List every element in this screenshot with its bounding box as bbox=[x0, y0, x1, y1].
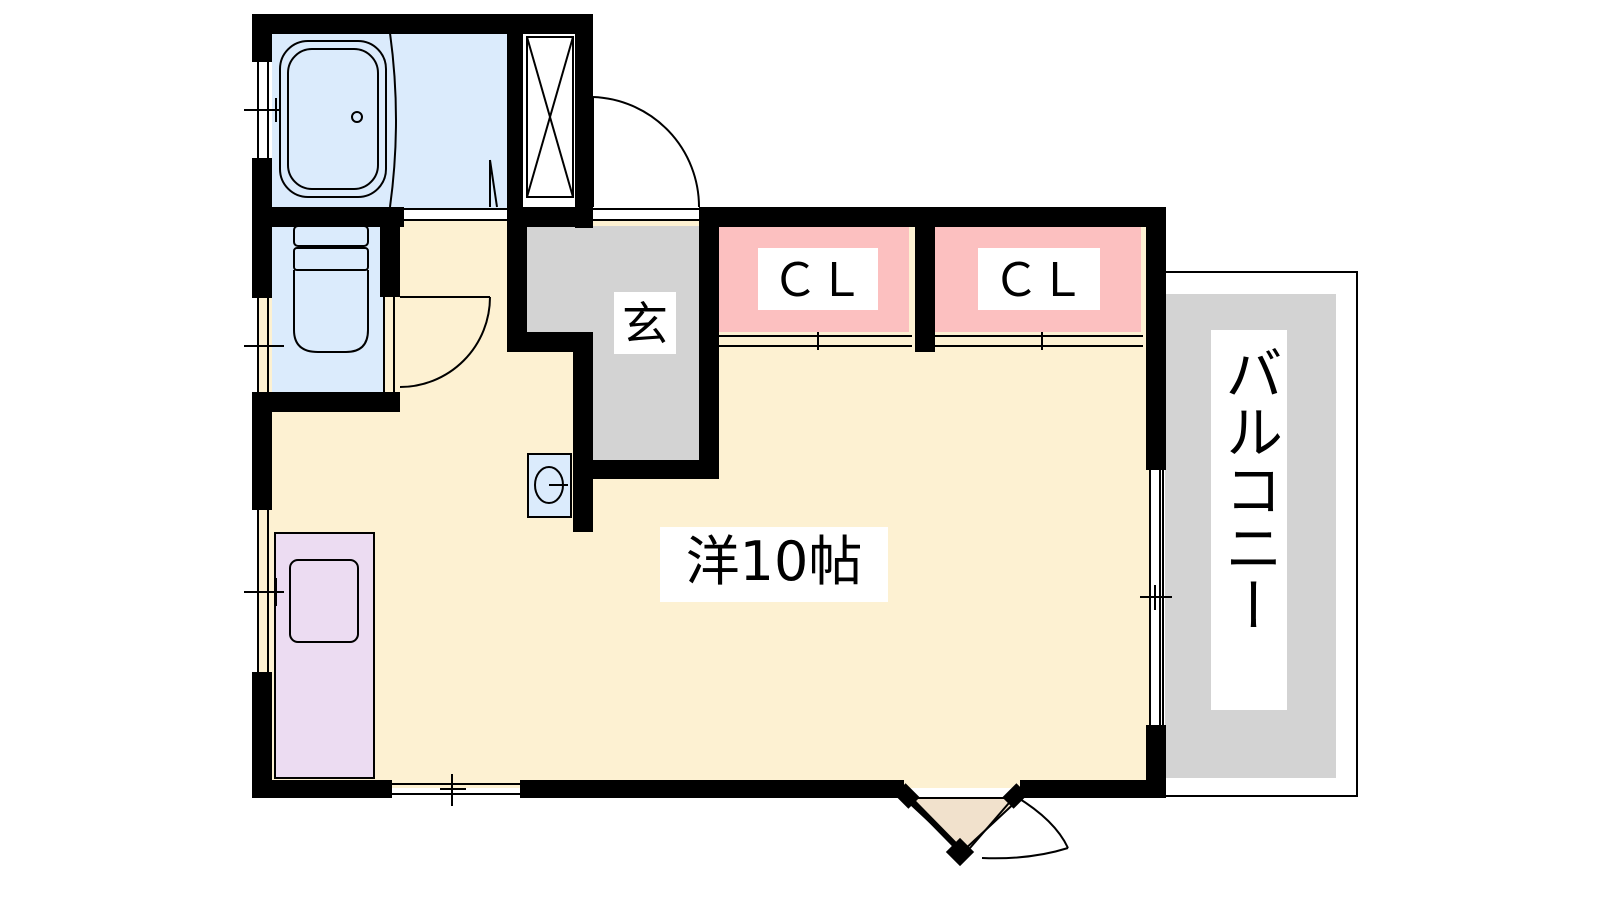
main-room-label-bg bbox=[660, 527, 888, 602]
entrance-fill bbox=[523, 226, 699, 462]
entrance-label: 玄 bbox=[622, 297, 668, 351]
doors bbox=[383, 96, 700, 394]
entry-door bbox=[894, 783, 1069, 867]
entrance-label-bg bbox=[614, 292, 676, 354]
balcony-label-bg bbox=[1211, 330, 1287, 710]
walls bbox=[252, 14, 1166, 798]
toilet-fill bbox=[272, 226, 384, 394]
balcony-label: バルコニー bbox=[1215, 344, 1283, 634]
wash-basin-icon bbox=[527, 453, 572, 518]
main-room-label: 洋10帖 bbox=[686, 530, 863, 593]
bathtub-icon bbox=[279, 32, 397, 208]
kitchen-sink-icon bbox=[274, 532, 375, 779]
storage-cross-icon bbox=[526, 36, 574, 198]
closet-right-label: ＣＬ bbox=[993, 253, 1085, 307]
closet-left-label-bg bbox=[758, 248, 878, 310]
closet-left-label: ＣＬ bbox=[772, 253, 864, 307]
windows bbox=[244, 62, 1172, 806]
closet-right-label-bg bbox=[978, 248, 1100, 310]
toilet-icon bbox=[293, 225, 369, 353]
